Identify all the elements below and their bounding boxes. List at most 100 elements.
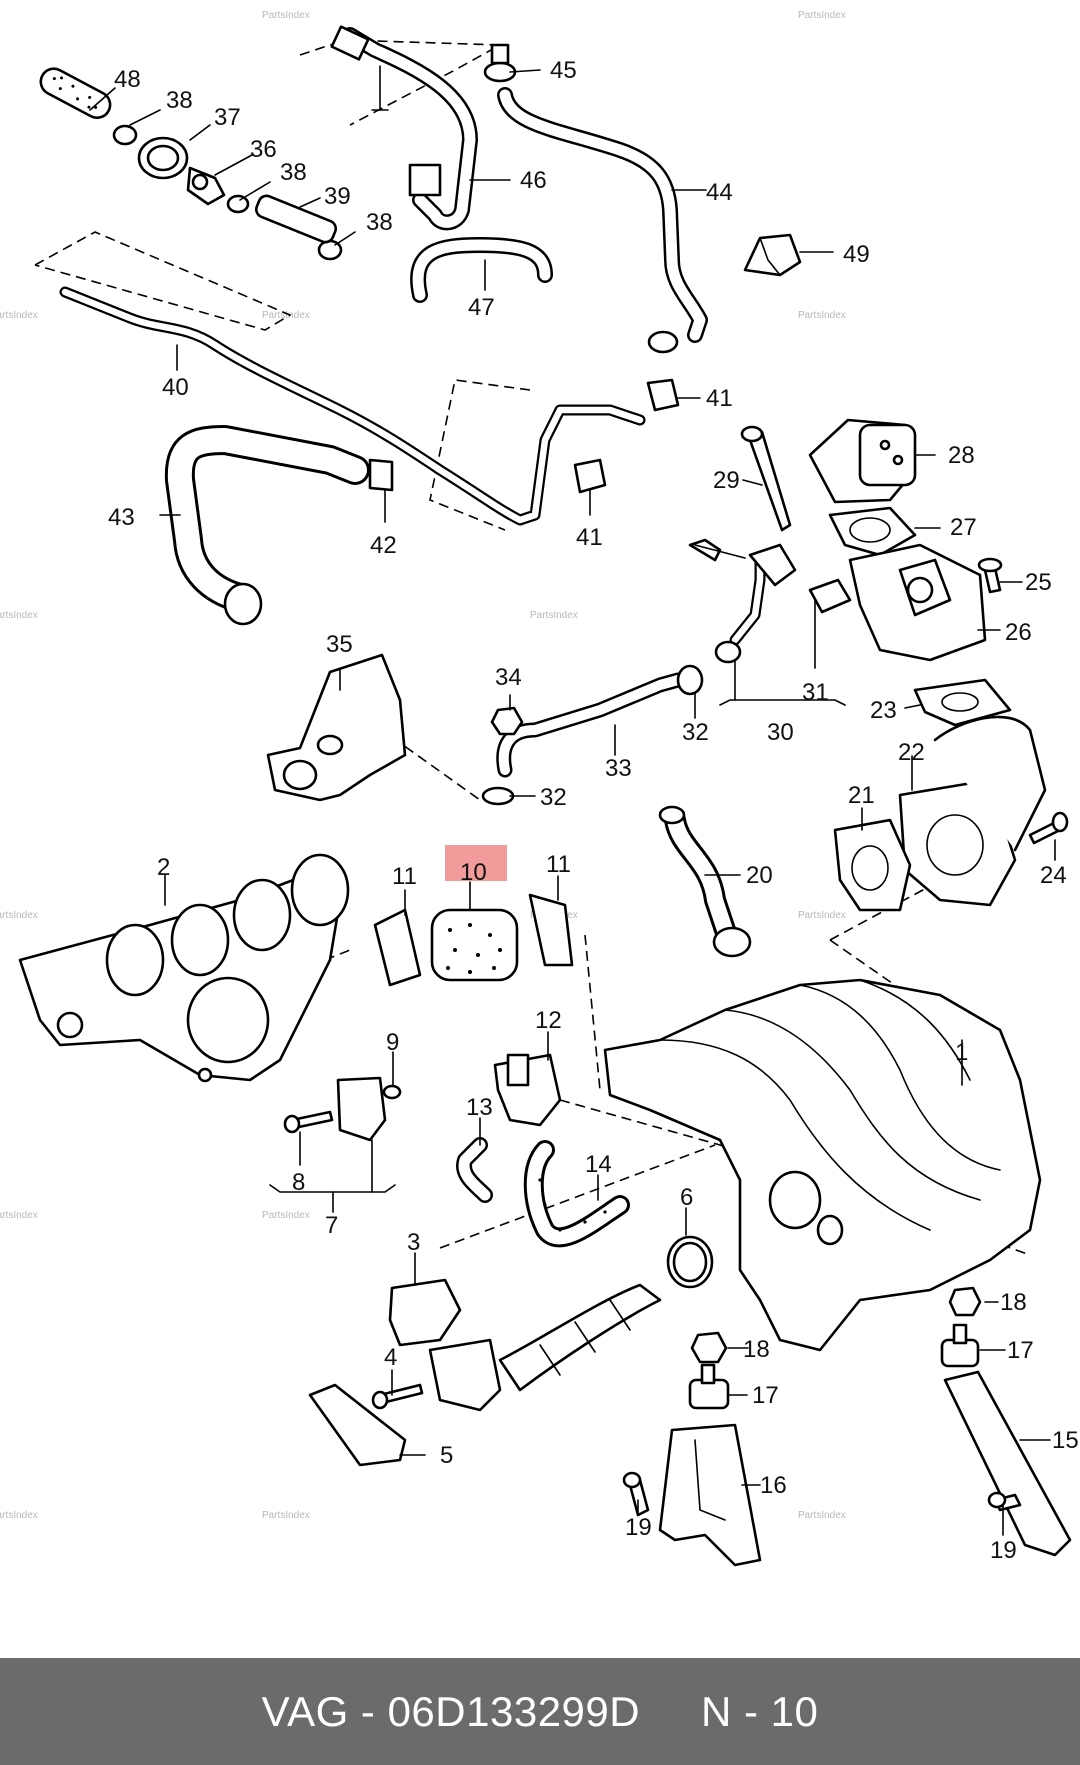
part-6-o-ring (666, 1235, 714, 1289)
part-44-hose (497, 87, 708, 354)
watermark: PartsIndex (798, 10, 846, 21)
part-43-hose (164, 425, 370, 626)
part-20-hose (658, 805, 752, 958)
watermark: PartsIndex (798, 910, 846, 921)
part-17-rubber-mount (688, 1323, 980, 1410)
watermark: PartsIndex (0, 910, 38, 921)
part-34-nut (490, 706, 524, 736)
callout-6: 6 (680, 1184, 693, 1211)
part-26-egr-housing (848, 543, 987, 662)
callout-25: 25 (1025, 569, 1052, 596)
callout-37: 37 (214, 104, 241, 131)
callout-41: 41 (706, 385, 733, 412)
callout-21: 21 (848, 782, 875, 809)
watermark: PartsIndex (0, 610, 38, 621)
callout-39: 39 (324, 183, 351, 210)
callout-32: 32 (540, 784, 567, 811)
part-47-hose (410, 237, 553, 303)
part-37-clamp-ring (137, 136, 189, 180)
part-10-insulation-sleeve (430, 908, 519, 982)
callout-26: 26 (1005, 619, 1032, 646)
part-7-sensor (336, 1076, 387, 1142)
callout-34: 34 (495, 664, 522, 691)
callout-28: 28 (948, 442, 975, 469)
watermark: PartsIndex (262, 310, 310, 321)
part-number-footer: VAG - 06D133299D N - 10 (0, 1658, 1080, 1765)
callout-2: 2 (157, 854, 170, 881)
callout-44: 44 (706, 179, 733, 206)
watermark: PartsIndex (262, 10, 310, 21)
callout-45: 45 (550, 57, 577, 84)
part-3-actuator (388, 1278, 662, 1412)
callout-38: 38 (166, 87, 193, 114)
part-14-hose (523, 1140, 630, 1248)
callout-46: 46 (520, 167, 547, 194)
part-15-support (943, 1370, 1072, 1557)
part-11-clamp (373, 893, 574, 987)
callout-13: 13 (466, 1094, 493, 1121)
watermark: PartsIndex (798, 310, 846, 321)
callout-3: 3 (407, 1229, 420, 1256)
part-21-gasket (833, 818, 912, 912)
callout-18: 18 (743, 1336, 770, 1363)
callout-19: 19 (625, 1514, 652, 1541)
watermark: PartsIndex (0, 310, 38, 321)
watermark: PartsIndex (262, 1210, 310, 1221)
part-46-breather-hose (330, 25, 478, 231)
callout-17: 17 (752, 1382, 779, 1409)
callout-41: 41 (576, 524, 603, 551)
callout-16: 16 (760, 1472, 787, 1499)
callout-8: 8 (292, 1169, 305, 1196)
part-35-heat-shield (266, 653, 407, 802)
callout-7: 7 (325, 1212, 338, 1239)
callout-22: 22 (898, 739, 925, 766)
callout-43: 43 (108, 504, 135, 531)
callout-49: 49 (843, 241, 870, 268)
callout-24: 24 (1040, 862, 1067, 889)
callout-12: 12 (535, 1007, 562, 1034)
callout-30: 30 (767, 719, 794, 746)
watermark: PartsIndex (798, 1510, 846, 1521)
part-31-gasket (808, 578, 852, 614)
part-9-screw (382, 1084, 402, 1100)
callout-32: 32 (682, 719, 709, 746)
callout-9: 9 (386, 1029, 399, 1056)
part-18-nut (690, 1286, 982, 1364)
callout-23: 23 (870, 697, 897, 724)
callout-19: 19 (990, 1537, 1017, 1564)
callout-labels: 48 38 37 36 38 39 38 45 46 44 47 49 40 4… (108, 57, 1079, 1564)
part-22-flange (898, 715, 1047, 907)
part-42-clamp (368, 458, 394, 492)
part-27-gasket (828, 506, 917, 557)
watermark: PartsIndex (0, 1510, 38, 1521)
callout-40: 40 (162, 374, 189, 401)
part-4-bolt (371, 1383, 424, 1410)
part-49-bracket (743, 233, 802, 277)
callout-20: 20 (746, 862, 773, 889)
callout-14: 14 (585, 1151, 612, 1178)
callout-17: 17 (1007, 1337, 1034, 1364)
watermark: PartsIndex (262, 1510, 310, 1521)
part-12-valve (493, 1053, 562, 1127)
part-1-intake-manifold (603, 978, 1042, 1352)
part-13-hose (456, 1137, 493, 1203)
part-25-bolt (977, 557, 1003, 594)
highlight-part-10 (445, 845, 507, 881)
part-8-bolt (283, 1110, 334, 1134)
part-48-insulation-sleeve (39, 67, 112, 120)
part-30-pipe (688, 538, 797, 664)
part-28-egr-valve (808, 418, 917, 504)
callout-5: 5 (440, 1442, 453, 1469)
part-24-bolt (1028, 811, 1069, 845)
callout-29: 29 (713, 467, 740, 494)
leader-lines (89, 69, 1056, 1536)
part-41-clip (573, 378, 680, 494)
watermark: PartsIndex (530, 610, 578, 621)
callout-35: 35 (326, 631, 353, 658)
part-19-bolt (622, 1471, 1022, 1517)
callout-48: 48 (114, 66, 141, 93)
callout-31: 31 (802, 679, 829, 706)
callout-47: 47 (468, 294, 495, 321)
parts-diagram: PartsIndex PartsIndex PartsIndex PartsIn… (0, 10, 1079, 1567)
callout-38: 38 (280, 159, 307, 186)
